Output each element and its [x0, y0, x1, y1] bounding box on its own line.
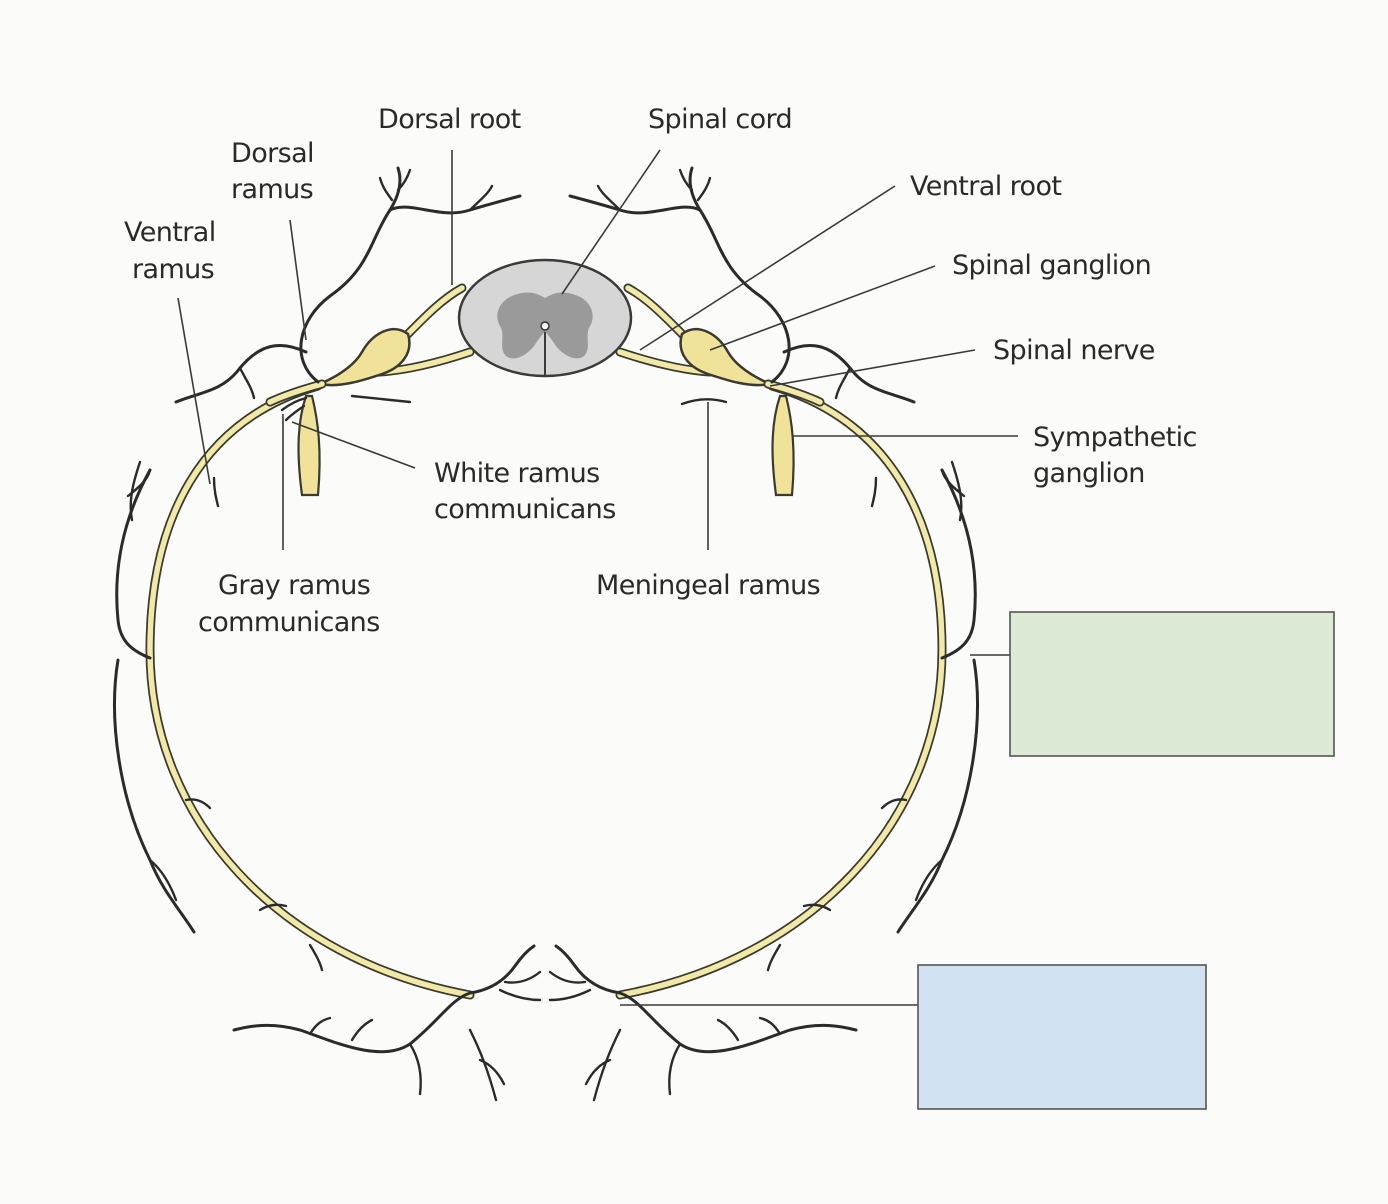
anterior-cutaneous-nerves [232, 944, 858, 1102]
label-spinal-cord: Spinal cord [648, 104, 792, 135]
label-gray-ramus-line1: Gray ramus [218, 570, 370, 601]
left-sympathetic-trunk [280, 394, 321, 497]
right-sympathetic-ganglion [771, 394, 795, 497]
leader-lines [177, 149, 1018, 1006]
label-dorsal-ramus-line2: ramus [231, 174, 313, 205]
label-meningeal-ramus: Meningeal ramus [596, 570, 820, 601]
label-ventral-root: Ventral root [910, 171, 1061, 202]
answer-box-anterior[interactable] [917, 964, 1207, 1110]
answer-box-lateral[interactable] [1009, 611, 1335, 757]
right-spinal-ganglion [679, 327, 775, 387]
label-spinal-nerve: Spinal nerve [993, 335, 1155, 366]
label-sympathetic-ganglion-line2: ganglion [1033, 458, 1145, 489]
lateral-cutaneous-nerves [113, 460, 979, 972]
left-spinal-ganglion [315, 327, 411, 387]
label-gray-ramus-line2: communicans [198, 607, 380, 638]
central-canal [540, 321, 550, 331]
spinal-cord [457, 258, 633, 378]
labels: Dorsal root Spinal cord Dorsal ramus Ven… [124, 104, 1197, 638]
ventral-rami-ring [145, 381, 947, 1000]
label-white-ramus-line1: White ramus [434, 458, 600, 489]
label-spinal-ganglion: Spinal ganglion [952, 250, 1151, 281]
dorsal-rami-branches [174, 166, 916, 406]
label-ventral-ramus-line1: Ventral [124, 217, 216, 248]
left-spinal-nerve [265, 283, 475, 407]
label-white-ramus-line2: communicans [434, 494, 616, 525]
label-ventral-ramus-line2: ramus [132, 254, 214, 285]
label-sympathetic-ganglion-line1: Sympathetic [1033, 422, 1197, 453]
label-dorsal-root: Dorsal root [378, 104, 521, 135]
label-dorsal-ramus-line1: Dorsal [231, 138, 314, 169]
